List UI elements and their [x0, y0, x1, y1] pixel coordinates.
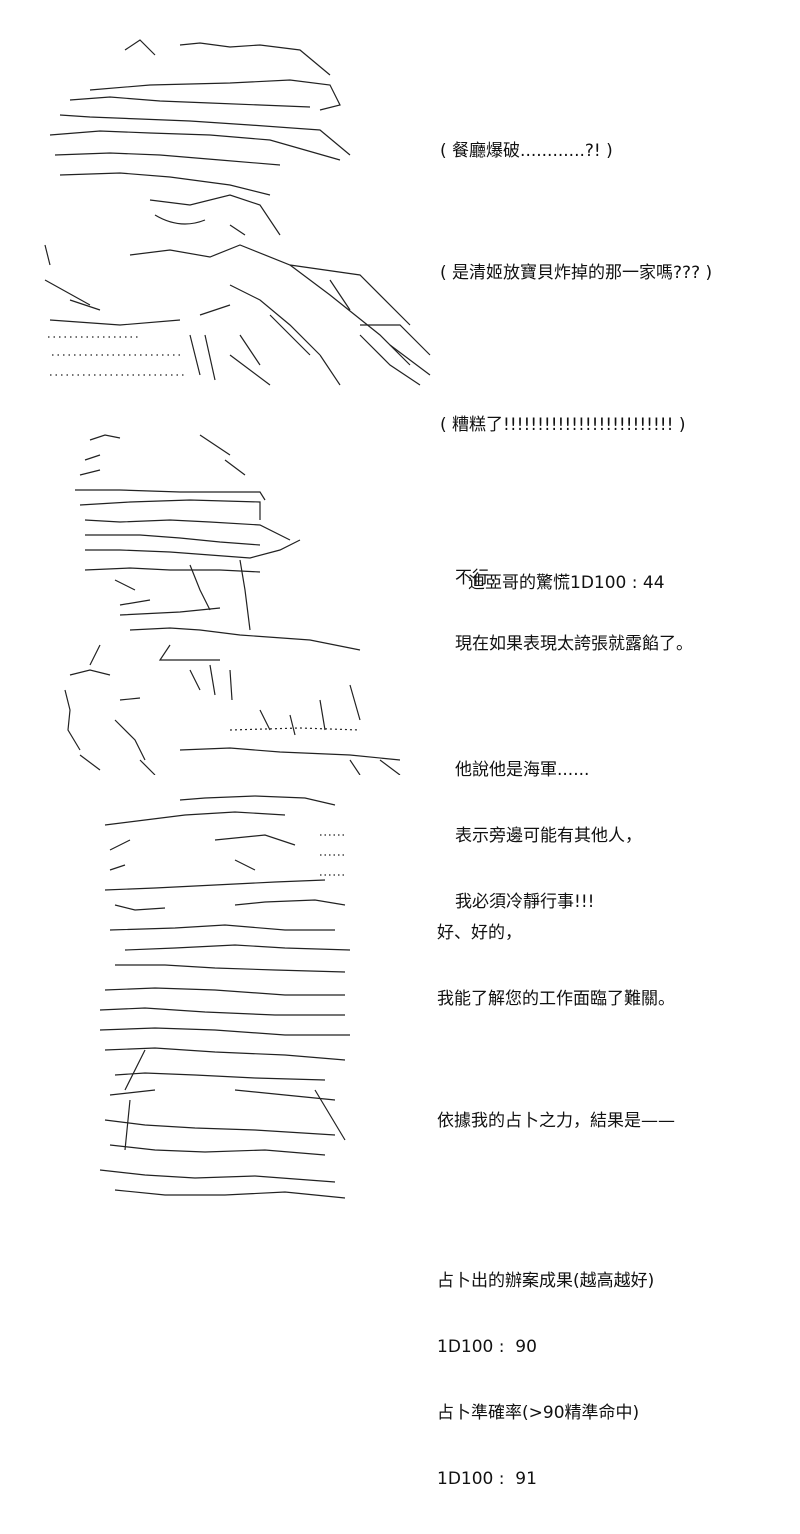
- panel-1: ( 餐廳爆破............?! ) ( 是清姬放寶貝炸掉的那一家嗎??…: [0, 0, 800, 593]
- dialogue-line: 依據我的占卜之力，結果是——: [437, 1111, 675, 1131]
- ascii-art-character-3: [85, 790, 360, 1200]
- dialogue-panel-2: 不行， 現在如果表現太誇張就露餡了。 他說他是海軍...... 表示旁邊可能有其…: [455, 523, 693, 957]
- dialogue-line: 好、好的，: [437, 923, 522, 943]
- dialogue-line: 表示旁邊可能有其他人，: [455, 826, 642, 846]
- dialogue-line: 我必須冷靜行事!!!: [455, 892, 595, 912]
- dialogue-line: 不行，: [455, 568, 506, 588]
- dialogue-line: ( 是清姬放寶貝炸掉的那一家嗎??? ): [440, 263, 713, 283]
- dice-roll: 迪亞哥的驚慌1D100 : 44: [468, 573, 665, 593]
- dialogue-panel-3: 好、好的， 我能了解您的工作面臨了難關。 依據我的占卜之力，結果是—— 占卜出的…: [437, 878, 675, 1534]
- panel-3: 好、好的， 我能了解您的工作面臨了難關。 依據我的占卜之力，結果是—— 占卜出的…: [0, 790, 800, 1489]
- divination-label: 占卜出的辦案成果(越高越好): [437, 1271, 655, 1291]
- dialogue-line: ( 餐廳爆破............?! ): [440, 141, 613, 161]
- dialogue-line: ( 糟糕了!!!!!!!!!!!!!!!!!!!!!!!!! ): [440, 415, 686, 435]
- dialogue-line: 我能了解您的工作面臨了難關。: [437, 989, 675, 1009]
- divination-label: 占卜準確率(>90精準命中): [437, 1403, 640, 1423]
- ascii-art-character-1: [30, 35, 460, 390]
- dialogue-panel-1: ( 餐廳爆破............?! ) ( 是清姬放寶貝炸掉的那一家嗎??…: [440, 96, 712, 638]
- dialogue-line: 現在如果表現太誇張就露餡了。: [455, 634, 693, 654]
- dice-roll: 1D100 : 90: [437, 1337, 537, 1357]
- dice-roll: 1D100 : 91: [437, 1469, 537, 1489]
- dialogue-line: 他說他是海軍......: [455, 760, 590, 780]
- panel-2: 不行， 現在如果表現太誇張就露餡了。 他說他是海軍...... 表示旁邊可能有其…: [0, 420, 800, 912]
- ascii-art-character-2: [60, 430, 420, 775]
